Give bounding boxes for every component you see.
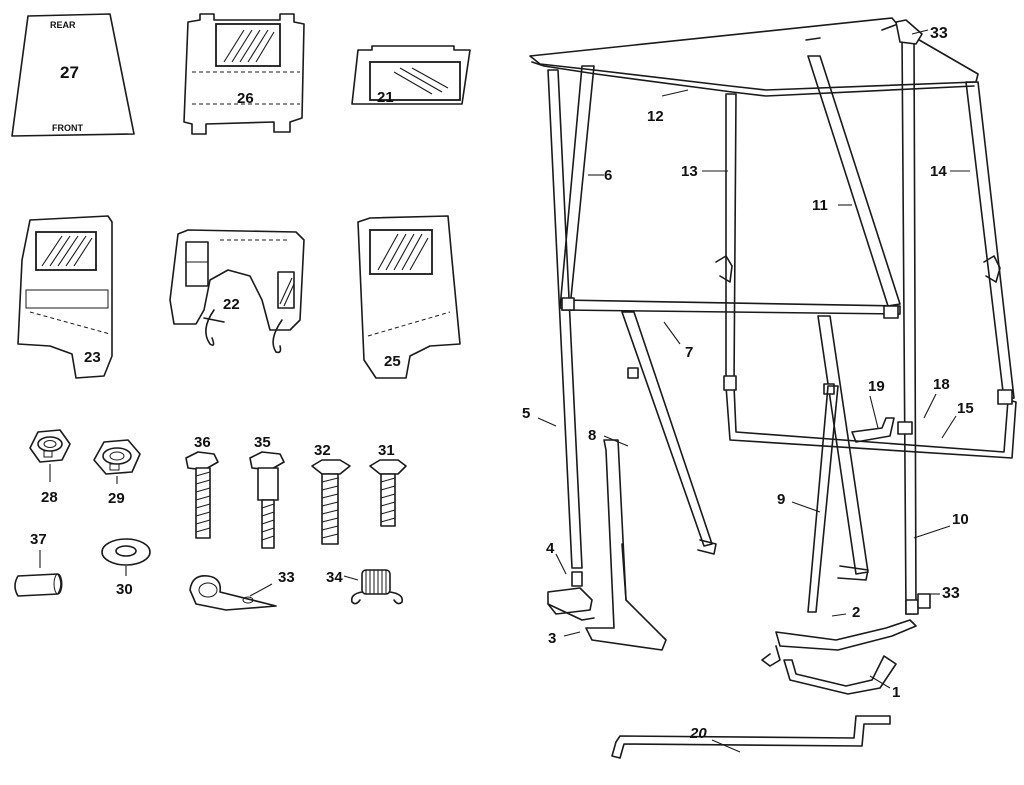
callout-9: 9 — [777, 491, 785, 508]
callout-34: 34 — [326, 569, 343, 586]
callout-3: 3 — [548, 630, 556, 647]
panel-27-front-text: FRONT — [52, 123, 83, 133]
part-26-back-panel: 26 — [183, 13, 305, 135]
callout-33-top: 33 — [930, 25, 948, 42]
callout-6: 6 — [604, 167, 612, 184]
part-37-sleeve: 37 — [14, 531, 63, 597]
callout-21: 21 — [377, 89, 394, 106]
part-29-nut: 29 — [93, 439, 141, 507]
part-34-spring: 34 — [326, 569, 404, 605]
callout-37: 37 — [30, 531, 47, 548]
part-25-right-door: 25 — [357, 215, 461, 379]
callout-32: 32 — [314, 442, 331, 459]
callout-36: 36 — [194, 434, 211, 451]
part-36-hex-bolt: 36 — [185, 434, 219, 539]
callout-33-bottom: 33 — [942, 585, 960, 602]
part-27-roof-panel: REAR 27 FRONT — [11, 13, 135, 137]
callout-29: 29 — [108, 490, 125, 507]
callout-18: 18 — [933, 376, 950, 393]
part-28-lock-nut: 28 — [29, 429, 71, 506]
callout-27: 27 — [60, 63, 79, 82]
callout-8: 8 — [588, 427, 596, 444]
callout-2: 2 — [852, 604, 860, 621]
callout-7: 7 — [685, 344, 693, 361]
callout-13: 13 — [681, 163, 698, 180]
part-30-washer: 30 — [101, 538, 151, 598]
callout-10: 10 — [952, 511, 969, 528]
callout-26: 26 — [237, 90, 254, 107]
callout-33-hardware: 33 — [278, 569, 295, 586]
callout-12: 12 — [647, 108, 664, 125]
frame-callouts: 12 6 13 11 14 7 5 8 9 10 4 3 2 1 19 18 1… — [522, 25, 974, 742]
callout-19: 19 — [868, 378, 885, 395]
callout-20: 20 — [689, 725, 707, 742]
cab-frame-assembly — [529, 17, 1017, 759]
callout-23: 23 — [84, 349, 101, 366]
part-31-bolt: 31 — [369, 442, 407, 527]
part-32-bolt: 32 — [311, 442, 351, 545]
callout-15: 15 — [957, 400, 974, 417]
part-23-left-door: 23 — [17, 215, 113, 379]
callout-30: 30 — [116, 581, 133, 598]
part-33-clamp: 33 — [189, 569, 295, 611]
callout-22: 22 — [223, 296, 240, 313]
part-35-shoulder-bolt: 35 — [249, 434, 285, 549]
callout-25: 25 — [384, 353, 401, 370]
part-21-rear-window: 21 — [351, 45, 471, 106]
callout-4: 4 — [546, 540, 555, 557]
callout-14: 14 — [930, 163, 947, 180]
callout-1: 1 — [892, 684, 900, 701]
callout-5: 5 — [522, 405, 530, 422]
callout-31: 31 — [378, 442, 395, 459]
callout-11: 11 — [812, 197, 828, 214]
callout-28: 28 — [41, 489, 58, 506]
leader-lines — [537, 29, 970, 753]
part-22-front-cowl: 22 — [169, 229, 305, 354]
panel-27-rear-text: REAR — [50, 20, 76, 30]
callout-35: 35 — [254, 434, 271, 451]
